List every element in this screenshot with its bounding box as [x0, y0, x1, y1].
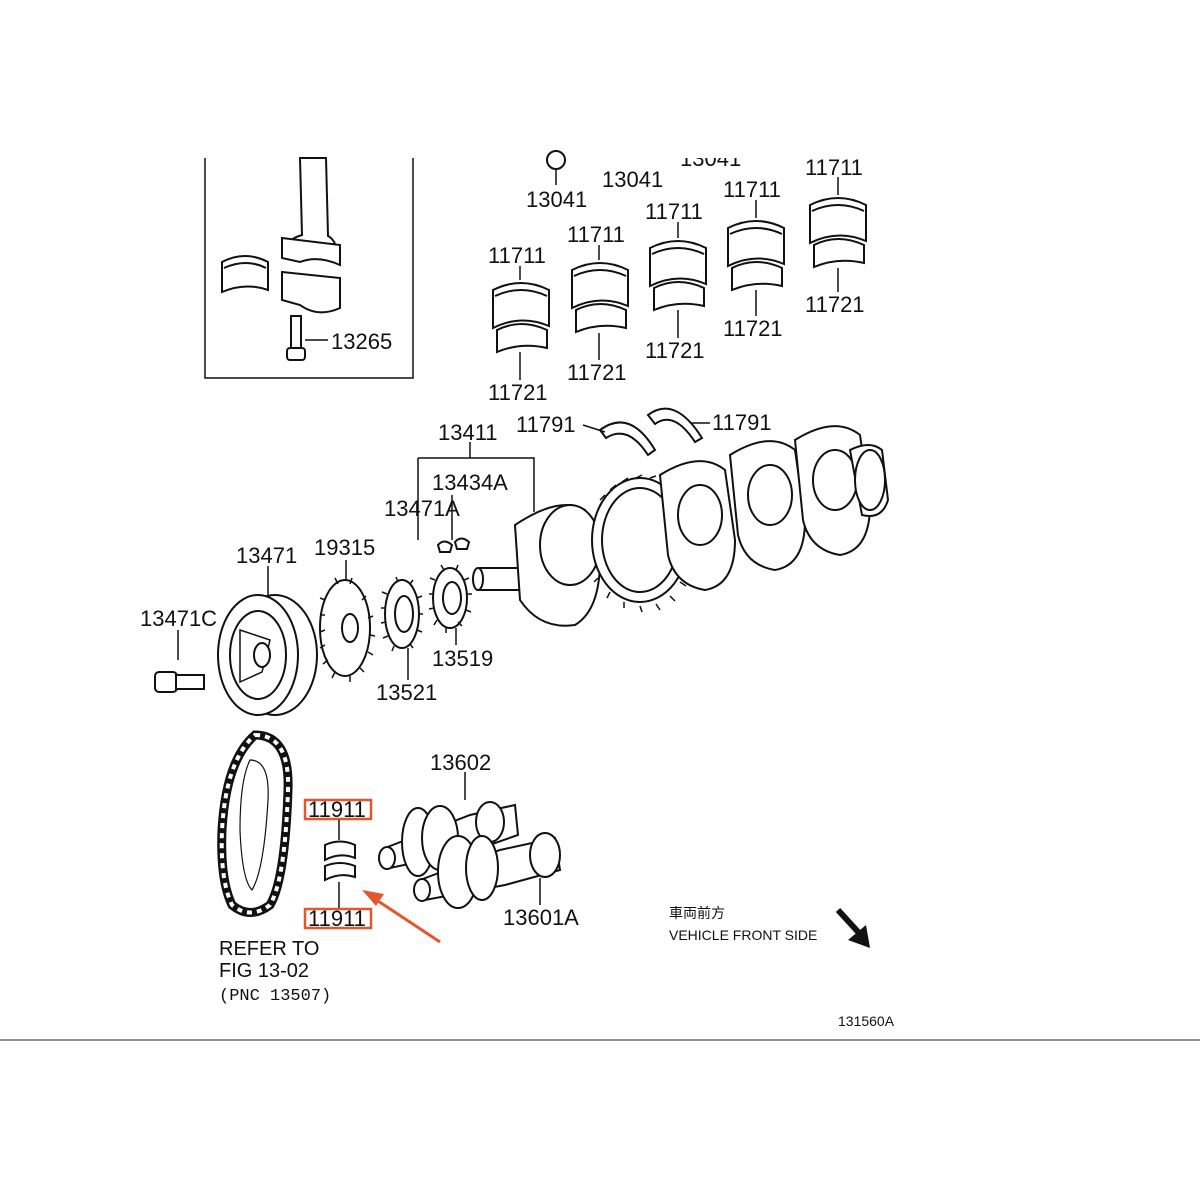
label-19315: 19315	[314, 535, 375, 560]
label-11711-e: 11711	[805, 155, 863, 180]
label-13265: 13265	[331, 329, 392, 354]
highlight-11911-bottom	[303, 907, 373, 930]
vehicle-front-jp: 車両前方	[669, 905, 725, 921]
vehicle-front-en: VEHICLE FRONT SIDE	[669, 927, 817, 943]
label-11711-c: 11711	[645, 199, 703, 224]
label-13411: 13411	[438, 420, 498, 445]
label-13521: 13521	[376, 680, 437, 705]
label-13519: 13519	[432, 646, 493, 671]
label-11721-b: 11721	[567, 360, 627, 385]
label-13041-b: 13041	[602, 167, 663, 192]
label-13602: 13602	[430, 750, 491, 775]
label-11911-bottom: 11911	[308, 906, 366, 931]
timing-chain	[217, 730, 293, 917]
front-direction-arrow-icon	[835, 907, 870, 948]
balance-shaft-bearing	[303, 798, 373, 930]
label-13041-a: 13041	[526, 187, 587, 212]
crankshaft	[472, 425, 890, 627]
thrust-washers	[582, 407, 710, 457]
figure-id: 131560A	[838, 1013, 895, 1029]
label-11791-a: 11791	[516, 412, 576, 437]
label-13434a: 13434A	[432, 470, 508, 495]
label-13471a: 13471A	[384, 496, 460, 521]
label-11721-a: 11721	[488, 380, 548, 405]
highlight-11911-top	[303, 798, 373, 821]
label-11711-d: 11711	[723, 177, 781, 202]
label-13471c: 13471C	[140, 606, 217, 631]
pointer-arrow	[362, 890, 441, 944]
label-13471: 13471	[236, 543, 297, 568]
pulley-bolt	[154, 630, 205, 693]
refer-line-1: REFER TO	[219, 938, 319, 960]
label-13601a: 13601A	[503, 905, 579, 930]
crank-sprocket-13521	[380, 576, 423, 680]
crank-sprocket-13519	[428, 564, 472, 645]
label-11791-b: 11791	[712, 410, 772, 435]
label-bracket-13411	[417, 442, 535, 540]
connecting-rod-inset	[204, 157, 414, 379]
refer-line-3: (PNC 13507)	[219, 987, 331, 1006]
label-11911-top: 11911	[308, 797, 366, 822]
main-bearing-set	[492, 177, 867, 380]
crank-pulley	[217, 566, 318, 716]
label-11711-b: 11711	[567, 222, 625, 247]
label-11711-a: 11711	[488, 243, 546, 268]
timing-rotor	[319, 560, 376, 682]
refer-line-2: FIG 13-02	[219, 960, 309, 982]
balance-shafts	[378, 772, 562, 909]
label-13041-c: 13041	[680, 146, 741, 171]
label-11721-c: 11721	[645, 338, 705, 363]
label-11721-d: 11721	[723, 316, 783, 341]
label-11721-e: 11721	[805, 292, 865, 317]
